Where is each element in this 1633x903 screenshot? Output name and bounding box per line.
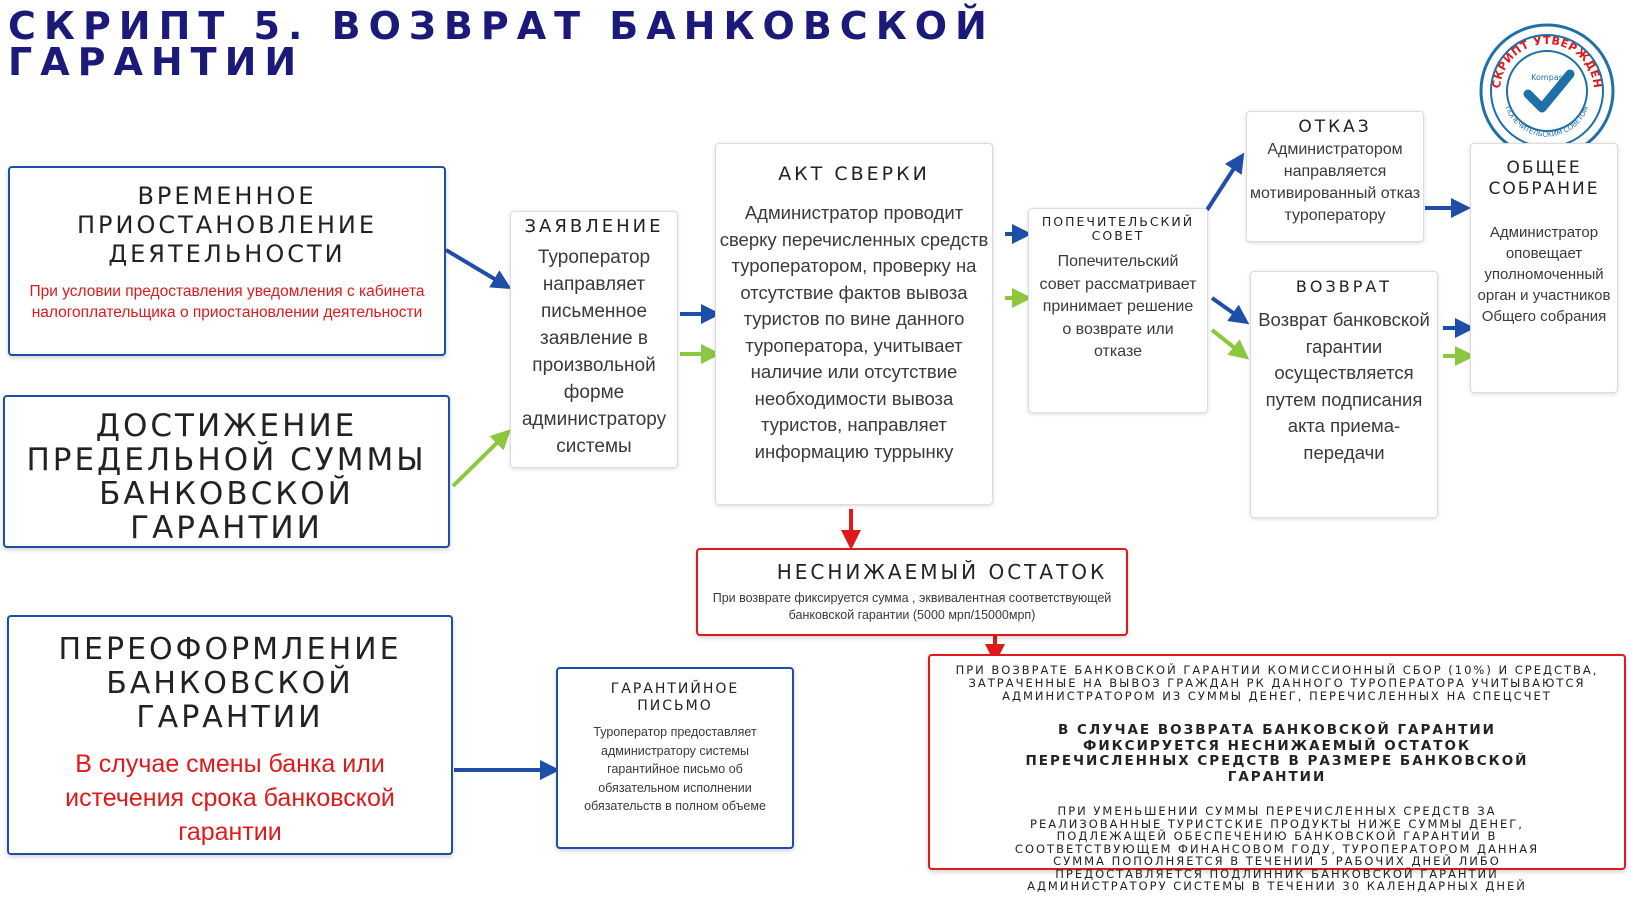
refusal-box: ОТКАЗ Администратором направляется мотив…: [1246, 111, 1424, 242]
balance-box: НЕСНИЖАЕМЫЙ ОСТАТОК При возврате фиксиру…: [696, 548, 1128, 636]
notes-box: ПРИ ВОЗВРАТЕ БАНКОВСКОЙ ГАРАНТИИ КОМИССИ…: [928, 654, 1626, 892]
suspension-title: ВРЕМЕННОЕ ПРИОСТАНОВЛЕНИЕ ДЕЯТЕЛЬНОСТИ: [77, 182, 377, 268]
council-box: ПОПЕЧИТЕЛЬСКИЙ СОВЕТ Попечительский сове…: [1028, 208, 1208, 413]
application-title: ЗАЯВЛЕНИЕ: [524, 216, 664, 237]
council-text: Попечительский совет рассматривает прини…: [1039, 253, 1197, 360]
limit-box: ДОСТИЖЕНИЕ ПРЕДЕЛЬНОЙ СУММЫ БАНКОВСКОЙ Г…: [3, 395, 450, 548]
return-box: ВОЗВРАТ Возврат банковской гарантии осущ…: [1250, 271, 1438, 518]
application-text: Туроператор направляет письменное заявле…: [521, 247, 667, 457]
return-text: Возврат банковской гарантии осуществляет…: [1258, 309, 1430, 463]
application-box: ЗАЯВЛЕНИЕ Туроператор направляет письмен…: [510, 211, 678, 468]
suspension-box: ВРЕМЕННОЕ ПРИОСТАНОВЛЕНИЕ ДЕЯТЕЛЬНОСТИ П…: [8, 166, 446, 356]
arrow-council-to-refusal: [1205, 152, 1245, 212]
reissue-condition: В случае смены банка или истечения срока…: [65, 750, 395, 846]
stamp-seal-icon: СКРИПТ УТВЕРЖДЕН ПОПЕЧИТЕЛЬСКИМ СОВЕТОМ …: [1479, 23, 1615, 159]
assembly-title: ОБЩЕЕ СОБРАНИЕ: [1488, 158, 1600, 199]
arrow-limit-to-application: [451, 429, 511, 488]
limit-title: ДОСТИЖЕНИЕ ПРЕДЕЛЬНОЙ СУММЫ БАНКОВСКОЙ Г…: [26, 408, 427, 546]
reissue-title: ПЕРЕОФОРМЛЕНИЕ БАНКОВСКОЙ ГАРАНТИИ: [58, 632, 402, 735]
return-title: ВОЗВРАТ: [1295, 277, 1393, 296]
balance-text: При возврате фиксируется сумма , эквивал…: [712, 591, 1112, 622]
guarantee-letter-title: ГАРАНТИЙНОЕ ПИСЬМО: [610, 681, 740, 714]
refusal-text: Администратором направляется мотивирован…: [1249, 141, 1421, 224]
reconciliation-text: Администратор проводит сверку перечислен…: [719, 202, 989, 462]
notes-paragraph-replenish: ПРИ УМЕНЬШЕНИИ СУММЫ ПЕРЕЧИСЛЕННЫХ СРЕДС…: [1014, 804, 1540, 893]
reconciliation-title: АКТ СВЕРКИ: [778, 163, 930, 185]
refusal-title: ОТКАЗ: [1298, 117, 1372, 137]
balance-title: НЕСНИЖАЕМЫЙ ОСТАТОК: [776, 560, 1108, 584]
reconciliation-box: АКТ СВЕРКИ Администратор проводит сверку…: [715, 143, 993, 505]
notes-paragraph-balance: В СЛУЧАЕ ВОЗВРАТА БАНКОВСКОЙ ГАРАНТИИ ФИ…: [1025, 722, 1529, 785]
assembly-box: ОБЩЕЕ СОБРАНИЕ Администратор оповещает у…: [1470, 143, 1618, 393]
notes-paragraph-commission: ПРИ ВОЗВРАТЕ БАНКОВСКОЙ ГАРАНТИИ КОМИССИ…: [955, 663, 1599, 703]
arrow-suspension-to-application: [444, 248, 512, 290]
guarantee-letter-box: ГАРАНТИЙНОЕ ПИСЬМО Туроператор предостав…: [556, 667, 794, 849]
council-title: ПОПЕЧИТЕЛЬСКИЙ СОВЕТ: [1041, 214, 1195, 243]
arrow-council-to-return-blue: [1210, 296, 1250, 325]
arrow-council-to-return-green: [1210, 328, 1250, 360]
stamp-logo-text: Kompas: [1531, 73, 1563, 82]
approval-stamp: СКРИПТ УТВЕРЖДЕН ПОПЕЧИТЕЛЬСКИМ СОВЕТОМ …: [1478, 22, 1616, 160]
assembly-text: Администратор оповещает уполномоченный о…: [1477, 224, 1611, 325]
guarantee-letter-text: Туроператор предоставляет администратору…: [584, 725, 766, 813]
suspension-condition: При условии предоставления уведомления с…: [29, 283, 425, 321]
page-title: СКРИПТ 5. ВОЗВРАТ БАНКОВСКОЙ ГАРАНТИИ: [8, 4, 995, 84]
reissue-box: ПЕРЕОФОРМЛЕНИЕ БАНКОВСКОЙ ГАРАНТИИ В слу…: [7, 615, 453, 855]
